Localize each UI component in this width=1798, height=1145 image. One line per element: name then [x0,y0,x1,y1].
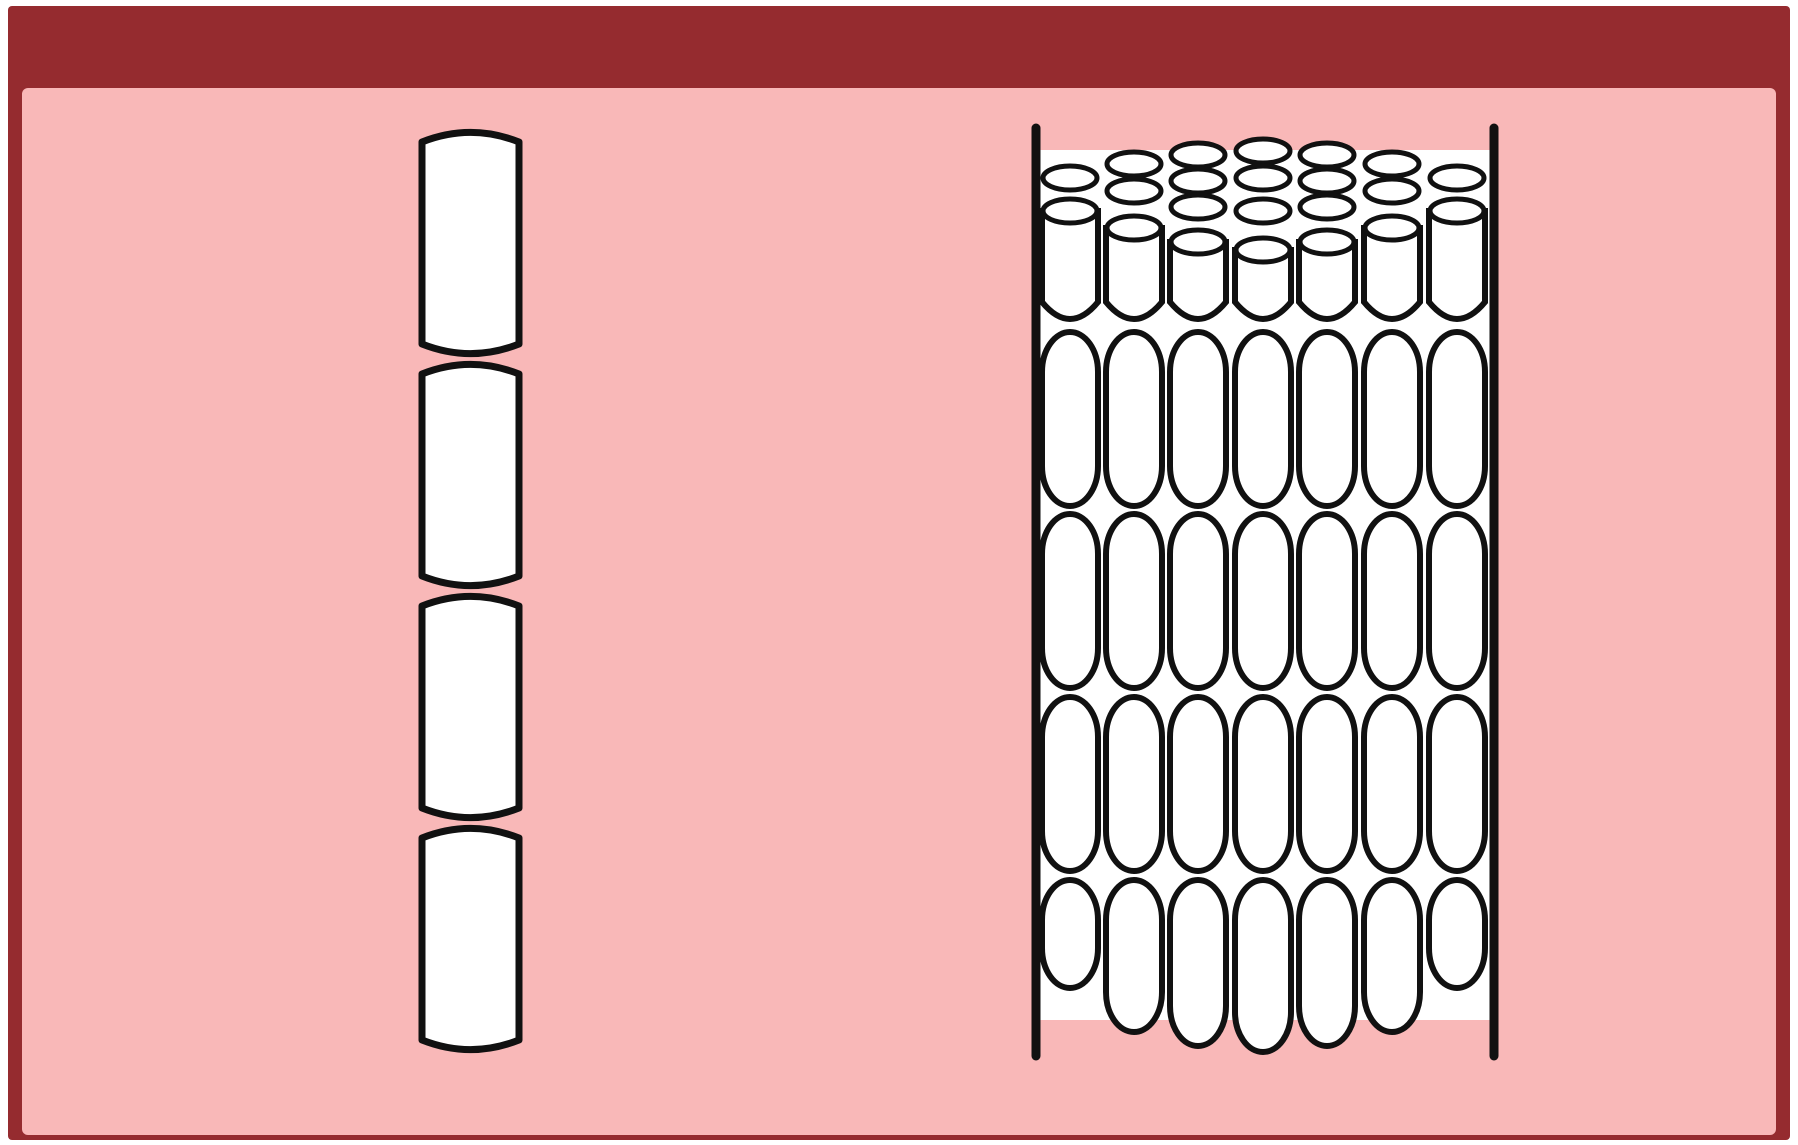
bundle-cell-end-cap [1365,216,1419,240]
bundle-cell-end-cap [1300,143,1354,167]
bundle-bottom-cell [1429,880,1485,988]
bundle-cell-end-cap [1365,152,1419,176]
bundle-cell [1106,697,1162,871]
single-cell-2 [422,364,519,585]
bundle-cell [1235,514,1291,688]
bundle-cell-end-cap [1236,199,1290,223]
bundle-cell-end-cap [1300,169,1354,193]
bundle-cell [1364,697,1420,871]
bundle-cell-end-cap [1107,216,1161,240]
bundle-bottom-cell [1106,880,1162,1032]
bundle-cell [1170,697,1226,871]
bundle-cell-end-cap [1107,152,1161,176]
bundle-cell [1170,332,1226,506]
bundle-bottom-cell [1042,880,1098,988]
bundle-cell [1235,332,1291,506]
bundle-cell-end-cap [1365,179,1419,203]
bundle-cell-end-cap [1043,166,1097,190]
bundle-top-cell [1042,211,1098,319]
bundle-cell [1299,332,1355,506]
bundle-top-cell [1429,211,1485,319]
bundle-cell [1042,332,1098,506]
bundle-cell-end-cap [1236,238,1290,262]
bundle-cell [1299,514,1355,688]
bundle-cell [1429,332,1485,506]
bundle-bottom-cell [1299,880,1355,1046]
bundle-cell [1299,697,1355,871]
bundle-cell-end-cap [1107,179,1161,203]
single-cell-3 [422,596,519,817]
bundle-cell [1364,332,1420,506]
bundle-cell [1364,514,1420,688]
single-cell-4 [422,828,519,1049]
bundle-cell-end-cap [1300,230,1354,254]
bundle-cell [1235,697,1291,871]
cell-bundle [1036,128,1494,1056]
bundle-cell-end-cap [1043,199,1097,223]
bundle-bottom-cell [1364,880,1420,1032]
bundle-cell-end-cap [1236,166,1290,190]
bundle-cells [1042,139,1485,1052]
bundle-cell-end-cap [1300,195,1354,219]
bundle-cell-end-cap [1430,166,1484,190]
bundle-cell [1429,514,1485,688]
single-cell-1 [422,132,519,353]
bundle-cell-end-cap [1171,230,1225,254]
bundle-cell-end-cap [1171,169,1225,193]
bundle-cell [1106,332,1162,506]
bundle-cell-end-cap [1171,143,1225,167]
bundle-cell [1106,514,1162,688]
bundle-cell [1170,514,1226,688]
bundle-cell-end-cap [1171,195,1225,219]
single-cell-column [422,132,519,1049]
bundle-bottom-cell [1235,880,1291,1052]
bundle-cell [1429,697,1485,871]
bundle-cell [1042,697,1098,871]
bundle-cell-end-cap [1236,139,1290,163]
bundle-cell-end-cap [1430,199,1484,223]
bundle-cell [1042,514,1098,688]
bundle-bottom-cell [1170,880,1226,1046]
